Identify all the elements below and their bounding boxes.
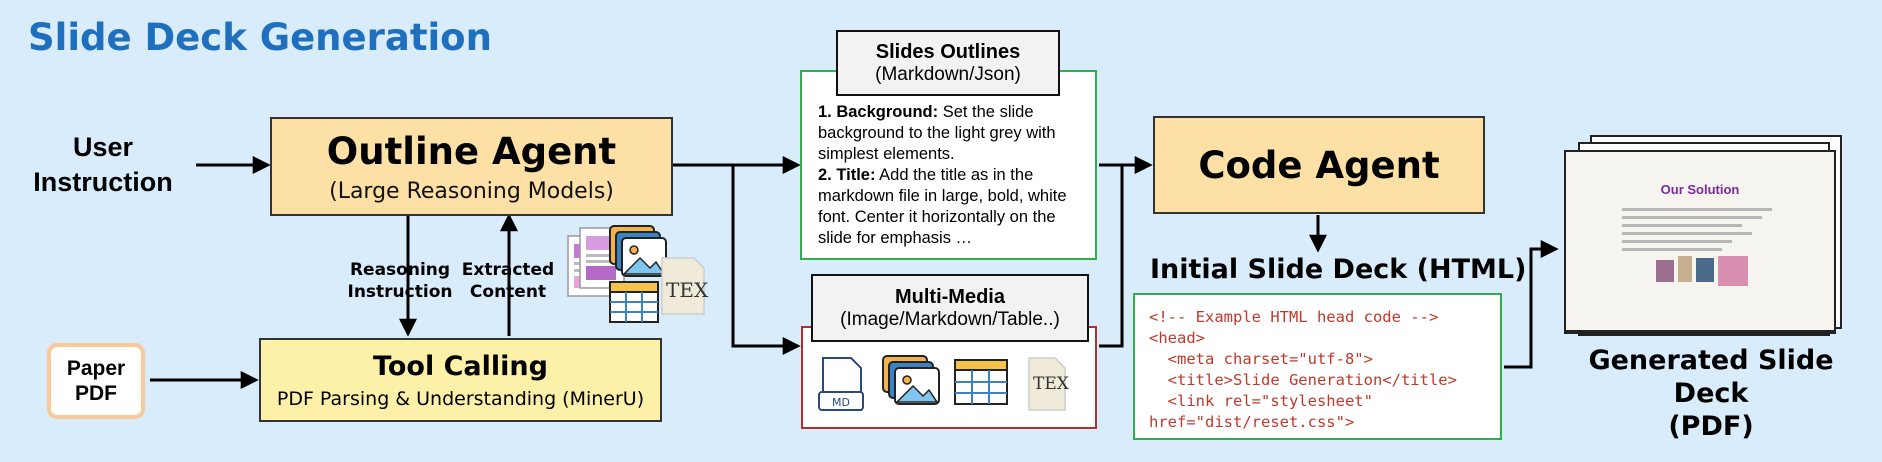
paper-pdf-line-2: PDF — [75, 382, 117, 405]
tool-calling-title: Tool Calling — [373, 350, 548, 382]
slides-outlines-panel: 1. Background: Set the slide background … — [800, 70, 1097, 260]
outline-item-title: 2. Title: Add the title as in the markdo… — [818, 165, 1081, 249]
generated-slide-deck-label: Generated Slide Deck (PDF) — [1548, 344, 1874, 443]
generated-deck-line-2: (PDF) — [1668, 411, 1754, 442]
initial-slide-deck-label: Initial Slide Deck (HTML) — [1150, 254, 1527, 285]
code-line: <!-- Example HTML head code --> — [1149, 308, 1439, 326]
code-line: <head> — [1149, 329, 1205, 347]
documents-stack-icon: TEX — [566, 222, 709, 328]
multi-media-title: Multi-Media — [895, 285, 1005, 308]
generated-deck-line-1: Generated Slide Deck — [1588, 345, 1834, 409]
slide-preview: Our Solution — [1564, 150, 1836, 332]
slide-text-line — [1622, 240, 1732, 243]
reasoning-instruction-line-1: Reasoning — [349, 260, 451, 280]
outline-item-background-label: 1. Background: — [818, 103, 939, 121]
code-agent-title: Code Agent — [1198, 143, 1440, 187]
slide-text-line — [1622, 232, 1752, 235]
paper-pdf-box: Paper PDF — [47, 343, 145, 419]
slide-text-line — [1622, 248, 1722, 251]
markdown-document-icon: MD — [818, 357, 864, 411]
outline-agent-subtitle: (Large Reasoning Models) — [329, 178, 614, 204]
markdown-glyph: MD — [832, 396, 850, 409]
html-code-snippet: <!-- Example HTML head code --> <head> <m… — [1133, 293, 1502, 440]
arrow-outline-to-multi-media — [731, 165, 801, 355]
code-line: href="dist/reset.css"> — [1149, 413, 1355, 431]
slide-image-thumb — [1718, 256, 1748, 286]
user-instruction-line-2: Instruction — [33, 167, 173, 197]
outline-item-title-text: Add the title as in the markdown file in… — [818, 166, 1067, 247]
slides-outlines-subtitle: (Markdown/Json) — [875, 63, 1021, 85]
code-line: <title>Slide Generation</title> — [1149, 371, 1457, 389]
outline-item-title-label: 2. Title: — [818, 166, 876, 184]
paper-pdf-line-1: Paper — [66, 357, 126, 380]
extracted-content-line-2: Content — [469, 282, 547, 302]
arrow-initial-deck-to-generated — [1504, 240, 1559, 369]
slide-text-line — [1622, 208, 1772, 211]
extracted-content-label: Extracted Content — [456, 259, 560, 303]
outline-agent-box: Outline Agent (Large Reasoning Models) — [270, 117, 673, 216]
tex-label: TEX — [666, 278, 709, 302]
page-title: Slide Deck Generation — [28, 16, 492, 59]
code-agent-box: Code Agent — [1153, 116, 1485, 214]
code-line: <link rel="stylesheet" — [1149, 392, 1373, 410]
outline-item-background-text: Set the slide background to the light gr… — [818, 103, 1056, 163]
slide-image-thumb — [1678, 256, 1692, 282]
reasoning-instruction-label: Reasoning Instruction — [340, 259, 460, 303]
arrow-media-to-code-agent — [1099, 165, 1124, 348]
image-icon — [882, 355, 940, 405]
slide-preview-title: Our Solution — [1660, 182, 1740, 197]
code-line: <meta charset="utf-8"> — [1149, 350, 1373, 368]
media-tex-label: TEX — [1033, 374, 1069, 394]
slide-text-line — [1622, 224, 1742, 227]
reasoning-instruction-line-2: Instruction — [347, 282, 453, 302]
multi-media-header: Multi-Media (Image/Markdown/Table..) — [811, 274, 1089, 342]
table-icon — [954, 359, 1008, 405]
slide-image-thumb — [1656, 260, 1674, 282]
slide-text-line — [1622, 216, 1762, 219]
tex-document-icon — [1028, 357, 1066, 411]
user-instruction-label: User Instruction — [14, 130, 192, 200]
multi-media-panel: MD TEX — [801, 326, 1097, 429]
multi-media-subtitle: (Image/Markdown/Table..) — [840, 308, 1060, 330]
user-instruction-line-1: User — [72, 132, 134, 162]
extracted-content-line-1: Extracted — [461, 260, 555, 280]
slides-outlines-header: Slides Outlines (Markdown/Json) — [836, 30, 1060, 96]
outline-item-background: 1. Background: Set the slide background … — [818, 102, 1081, 165]
slide-image-thumb — [1696, 258, 1714, 282]
slides-outlines-title: Slides Outlines — [875, 40, 1021, 63]
tool-calling-subtitle: PDF Parsing & Understanding (MinerU) — [276, 387, 645, 410]
tool-calling-box: Tool Calling PDF Parsing & Understanding… — [259, 338, 662, 422]
outline-agent-title: Outline Agent — [326, 129, 617, 173]
